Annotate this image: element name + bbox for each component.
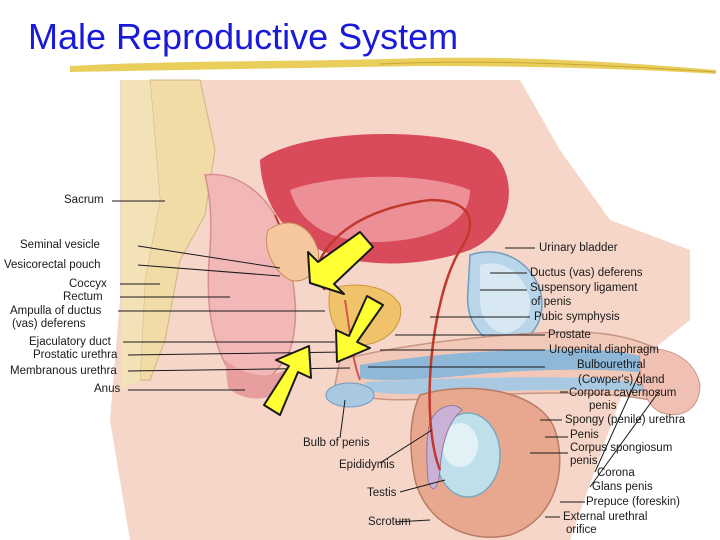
label-urinary-bladder: Urinary bladder: [539, 242, 618, 255]
label-ductus-deferens: Ductus (vas) deferens: [530, 267, 643, 280]
label-corpus-spongiosum-line-2: penis: [570, 455, 598, 468]
label-corona: Corona: [597, 467, 635, 480]
label-bulbourethral-line-2: (Cowper's) gland: [578, 374, 665, 387]
label-coccyx: Coccyx: [69, 278, 107, 291]
label-rectum: Rectum: [63, 291, 103, 304]
label-membranous-urethra: Membranous urethra: [10, 365, 117, 378]
label-ampulla-line-1: Ampulla of ductus: [10, 305, 101, 318]
label-ejaculatory-duct: Ejaculatory duct: [29, 336, 111, 349]
label-prepuce: Prepuce (foreskin): [586, 496, 680, 509]
label-prostatic-urethra: Prostatic urethra: [33, 349, 117, 362]
label-bulbourethral-line-1: Bulbourethral: [577, 359, 645, 372]
label-bulb-of-penis: Bulb of penis: [303, 437, 370, 450]
label-prostate: Prostate: [548, 329, 591, 342]
label-ampulla-line-2: (vas) deferens: [12, 318, 86, 331]
label-seminal-vesicle: Seminal vesicle: [20, 239, 100, 252]
label-corpus-spongiosum-line-1: Corpus spongiosum: [570, 442, 672, 455]
label-pubic-symphysis: Pubic symphysis: [534, 311, 620, 324]
label-testis: Testis: [367, 487, 396, 500]
label-urogenital-diaphragm: Urogenital diaphragm: [549, 344, 659, 357]
label-suspensory-line-1: Suspensory ligament: [530, 282, 637, 295]
label-scrotum: Scrotum: [368, 516, 411, 529]
label-corpora-cavernosum-line-2: penis: [589, 400, 617, 413]
label-sacrum: Sacrum: [64, 194, 104, 207]
label-corpora-cavernosum-line-1: Corpora cavernosum: [569, 387, 676, 400]
label-glans-penis: Glans penis: [592, 481, 653, 494]
label-epididymis: Epididymis: [339, 459, 395, 472]
label-anus: Anus: [94, 383, 120, 396]
label-vesicorectal-pouch: Vesicorectal pouch: [4, 259, 101, 272]
label-suspensory-line-2: of penis: [531, 296, 571, 309]
label-external-orifice-line-1: External urethral: [563, 511, 647, 524]
label-spongy-urethra: Spongy (penile) urethra: [565, 414, 685, 427]
label-external-orifice-line-2: orifice: [566, 524, 597, 537]
label-penis: Penis: [570, 429, 599, 442]
